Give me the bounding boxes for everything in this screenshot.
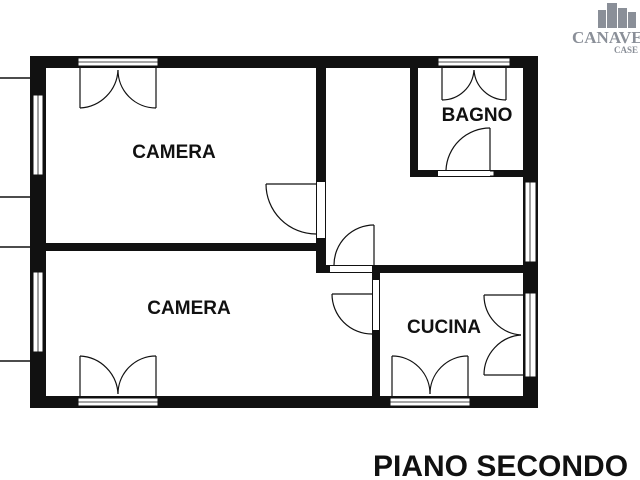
door-camera2 <box>331 293 373 335</box>
door-bagno <box>445 127 491 171</box>
room-label-cucina: CUCINA <box>407 317 481 338</box>
window-right-lower <box>524 292 537 378</box>
logo-text: CANAVE <box>572 28 640 47</box>
window-camera2-bottom <box>77 397 159 407</box>
room-label-camera-2: CAMERA <box>147 298 231 319</box>
door-swing-cucina-right <box>483 294 523 376</box>
window-right-upper <box>524 181 537 263</box>
window-bagno-top <box>437 57 511 67</box>
door-camera1 <box>265 183 317 235</box>
door-swing-bagno-window <box>441 68 507 101</box>
window-left-lower <box>32 271 44 353</box>
logo: CANAVE CASE <box>572 3 640 55</box>
door-swing-camera2-window <box>79 355 157 396</box>
building-icon <box>598 3 636 28</box>
logo-subtext: CASE <box>614 45 638 55</box>
door-openings <box>317 171 490 330</box>
door-swing-camera1-window <box>79 68 157 109</box>
doors <box>79 68 523 396</box>
exterior-lines <box>0 77 33 362</box>
windows <box>32 57 537 407</box>
window-left-upper <box>32 94 44 176</box>
door-corridor <box>333 224 375 266</box>
room-label-camera-1: CAMERA <box>132 142 216 163</box>
window-camera1-top <box>77 57 159 67</box>
door-swing-cucina-window <box>391 355 469 396</box>
window-cucina-bottom <box>389 397 471 407</box>
floor-title: PIANO SECONDO <box>373 450 628 480</box>
room-label-bagno: BAGNO <box>442 105 513 126</box>
